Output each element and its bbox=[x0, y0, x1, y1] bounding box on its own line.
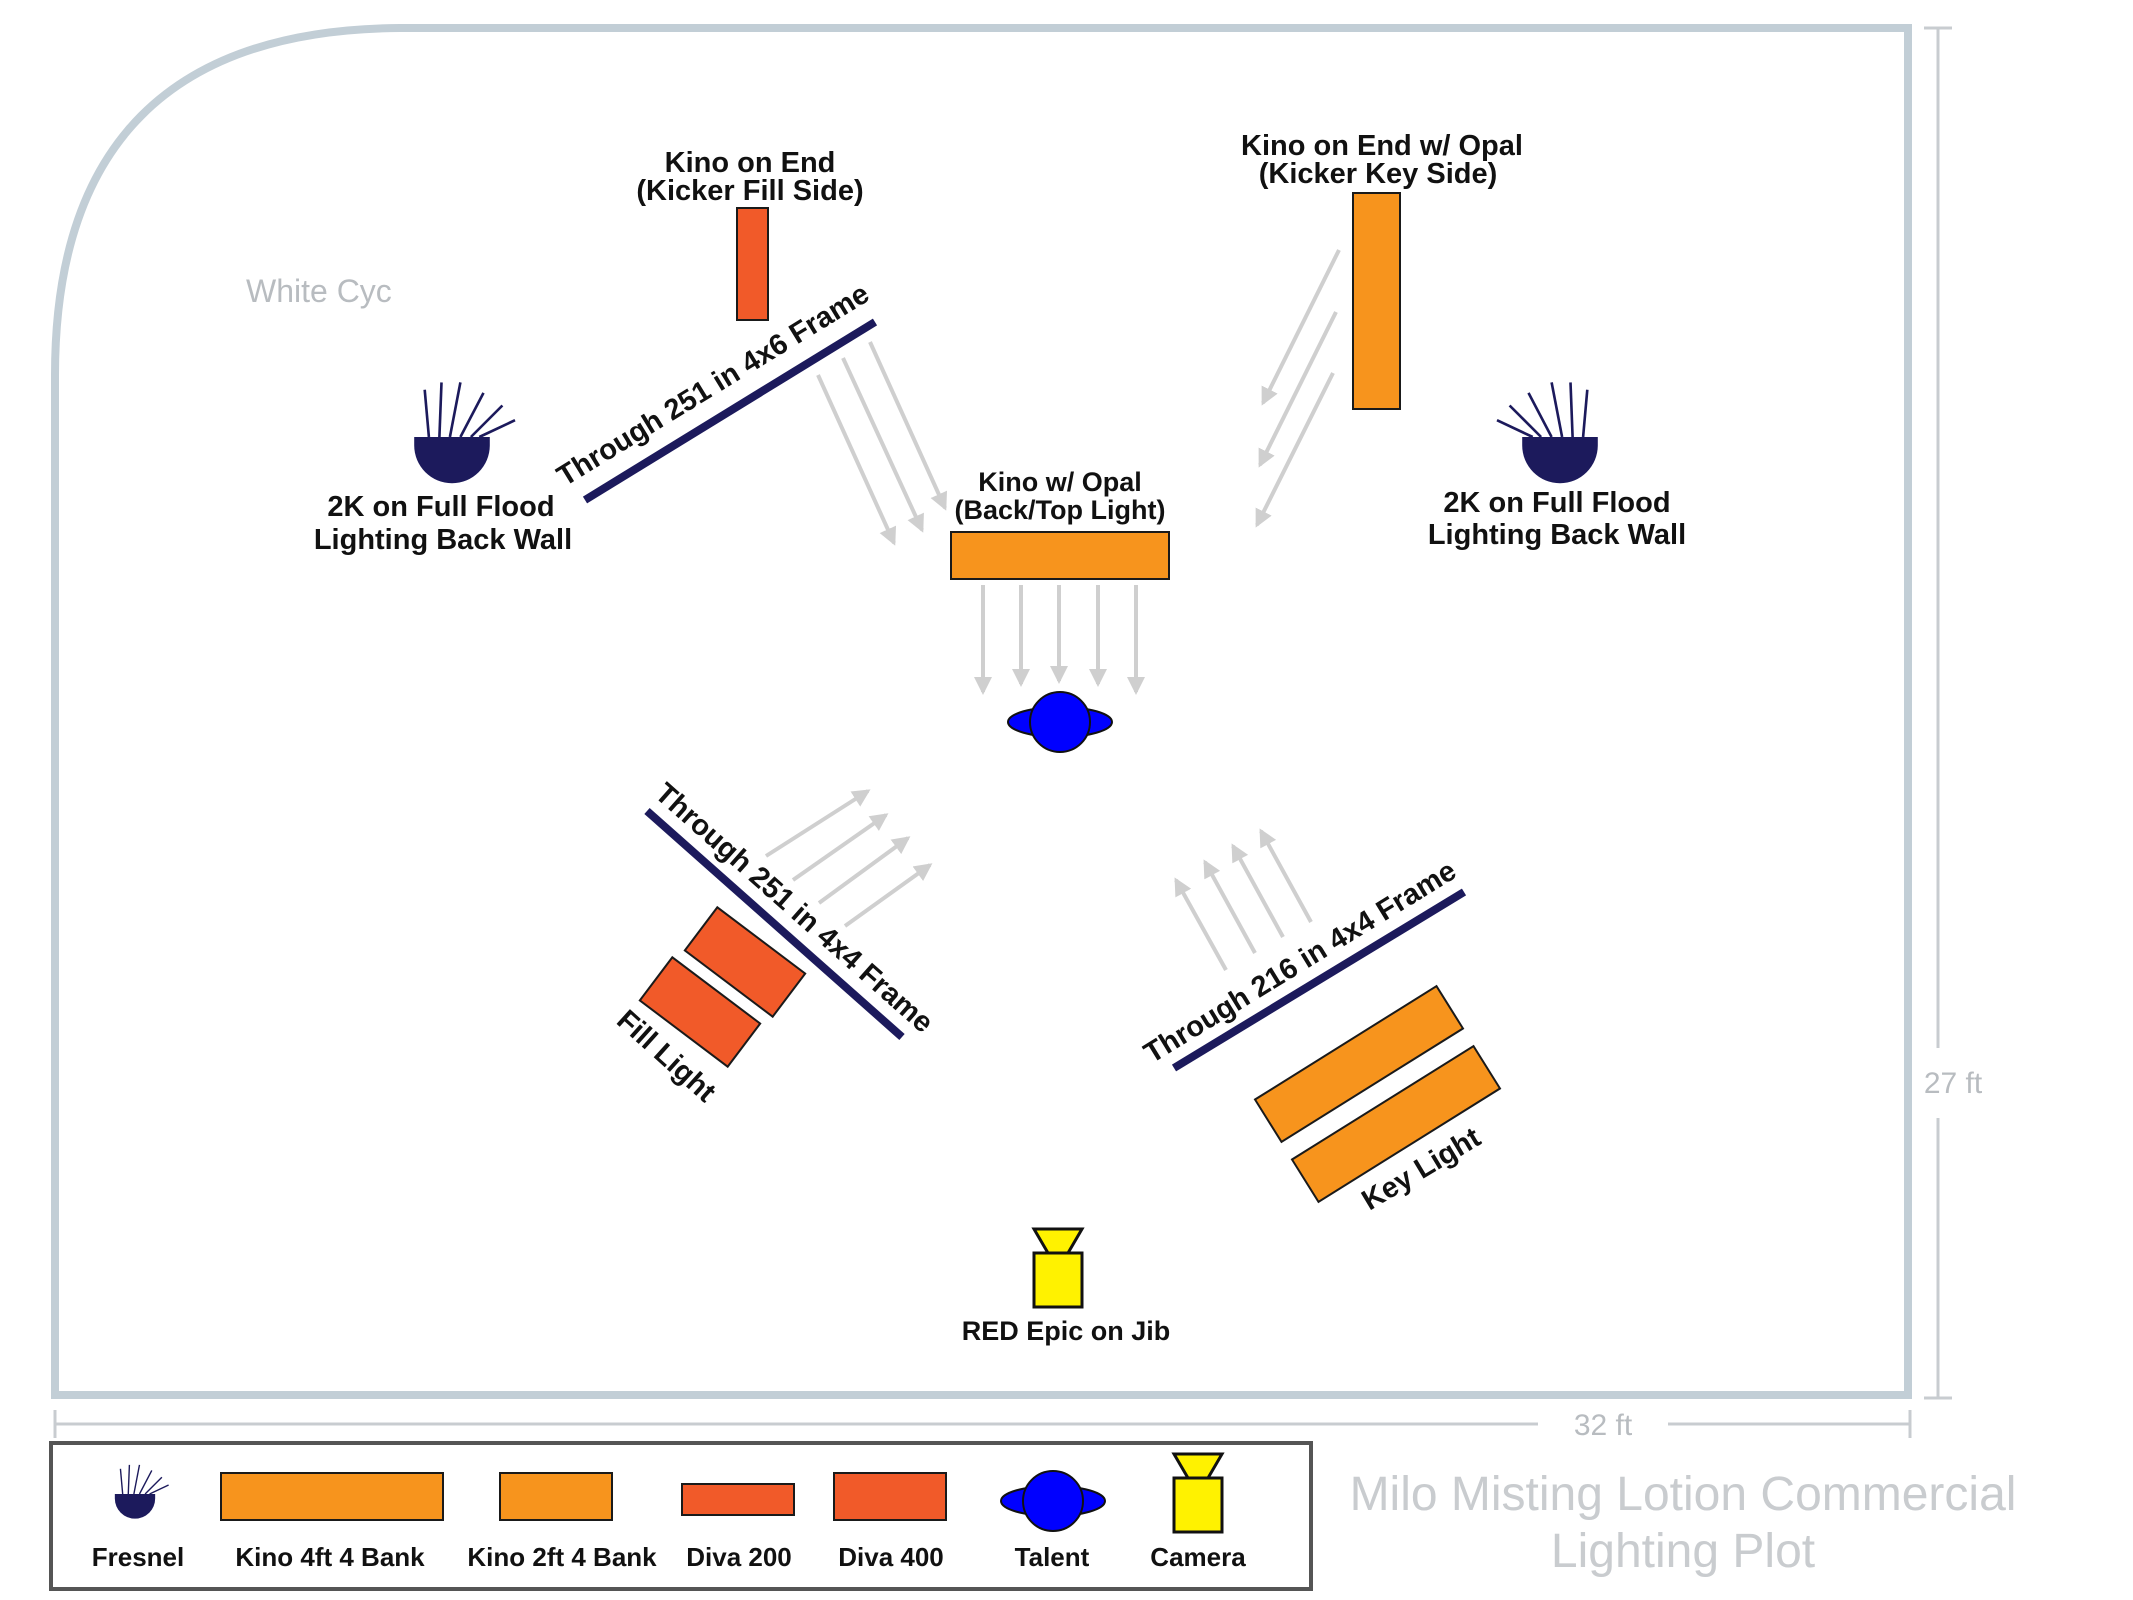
legend-camera: Camera bbox=[1150, 1452, 1246, 1572]
kino-2ft-kicker-key bbox=[1352, 192, 1401, 410]
legend-camera-label: Camera bbox=[1150, 1542, 1246, 1572]
legend-kino2-icon bbox=[499, 1472, 613, 1521]
kino-4ft-key-2 bbox=[1290, 1044, 1502, 1204]
frame-251-4x4 bbox=[644, 808, 905, 1040]
fresnel-right bbox=[1495, 381, 1600, 485]
kino-end-fill-label: Kino on End bbox=[665, 147, 836, 179]
kino-end-key-sublabel: (Kicker Key Side) bbox=[1259, 158, 1498, 190]
fresnel-left-sublabel: Lighting Back Wall bbox=[314, 524, 572, 556]
talent bbox=[1007, 691, 1113, 753]
legend-kino2: Kino 2ft 4 Bank bbox=[467, 1472, 657, 1572]
fresnel-left-label: 2K on Full Flood bbox=[327, 491, 554, 523]
kino-back-sublabel: (Back/Top Light) bbox=[955, 495, 1166, 525]
diva-400-fill-1 bbox=[683, 905, 807, 1019]
legend-talent-icon bbox=[1022, 1470, 1084, 1532]
legend-talent: Talent bbox=[1000, 1470, 1106, 1572]
kicker-key-arrows bbox=[1255, 249, 1341, 528]
legend-diva400-label: Diva 400 bbox=[838, 1542, 944, 1572]
legend: Fresnel Kino 4ft 4 Bank Kino 2ft 4 Bank … bbox=[49, 1441, 1313, 1591]
kino-4ft-key-1 bbox=[1253, 984, 1465, 1144]
legend-kino4-icon bbox=[220, 1472, 444, 1521]
key-arrows bbox=[1174, 828, 1313, 971]
depth-label: 27 ft bbox=[1924, 1067, 1983, 1100]
plot-title: Milo Misting Lotion Commercial bbox=[1350, 1468, 2017, 1521]
back-light-arrows bbox=[974, 585, 1145, 695]
fresnel-right-sublabel: Lighting Back Wall bbox=[1428, 519, 1686, 551]
camera bbox=[1032, 1227, 1084, 1309]
legend-diva200-icon bbox=[681, 1483, 795, 1516]
camera-label: RED Epic on Jib bbox=[962, 1316, 1171, 1346]
legend-fresnel-label: Fresnel bbox=[92, 1542, 185, 1572]
depth-dimension bbox=[1924, 26, 1952, 1400]
legend-diva200-label: Diva 200 bbox=[686, 1542, 792, 1572]
cyc-wall bbox=[51, 24, 1912, 1399]
frame-back-arrows bbox=[816, 341, 948, 546]
legend-diva400-icon bbox=[833, 1472, 947, 1521]
width-dimension bbox=[53, 1410, 1912, 1438]
fresnel-left bbox=[412, 381, 517, 485]
legend-camera-icon bbox=[1172, 1452, 1224, 1534]
width-label: 32 ft bbox=[1574, 1409, 1633, 1442]
legend-diva200: Diva 200 bbox=[681, 1483, 795, 1572]
frame-251-4x6 bbox=[582, 318, 878, 504]
legend-kino4-label: Kino 4ft 4 Bank bbox=[235, 1542, 425, 1572]
frame-216-4x4 bbox=[1171, 888, 1467, 1072]
frame-251-4x6-label: Through 251 in 4x6 Frame bbox=[552, 278, 875, 493]
diva-200-kicker-fill bbox=[736, 207, 769, 321]
legend-fresnel: Fresnel bbox=[92, 1464, 185, 1572]
fill-arrows bbox=[764, 789, 933, 928]
legend-diva400: Diva 400 bbox=[833, 1472, 947, 1572]
diva-400-fill-2 bbox=[638, 955, 762, 1069]
cyc-label: White Cyc bbox=[246, 273, 392, 309]
legend-kino2-label: Kino 2ft 4 Bank bbox=[467, 1542, 657, 1572]
legend-kino4: Kino 4ft 4 Bank bbox=[220, 1472, 444, 1572]
kino-4ft-back-light bbox=[950, 531, 1170, 580]
plot-subtitle: Lighting Plot bbox=[1551, 1525, 1815, 1578]
kino-back-label: Kino w/ Opal bbox=[978, 467, 1142, 497]
legend-talent-label: Talent bbox=[1015, 1542, 1090, 1572]
fresnel-right-label: 2K on Full Flood bbox=[1443, 487, 1670, 519]
kino-end-key-label: Kino on End w/ Opal bbox=[1241, 130, 1523, 162]
kino-end-fill-sublabel: (Kicker Fill Side) bbox=[636, 175, 863, 207]
